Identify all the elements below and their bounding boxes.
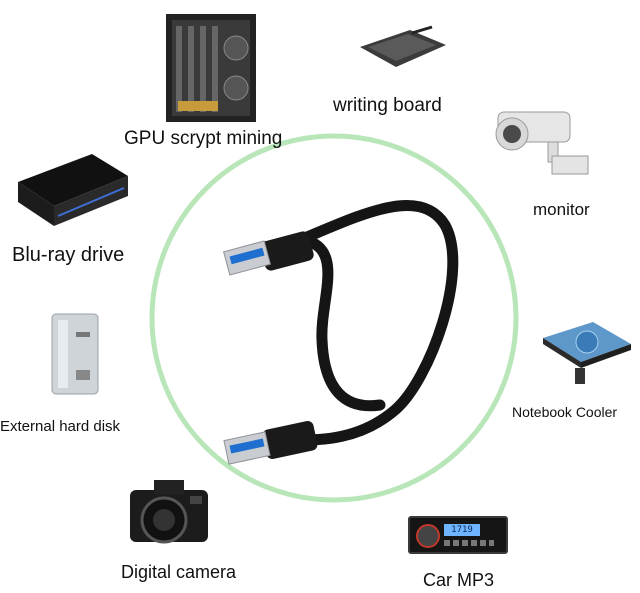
external-hard-disk-image — [51, 313, 99, 395]
car-mp3-image: 1719 — [408, 516, 508, 554]
cctv-camera-image — [495, 111, 589, 175]
car-mp3-buttons — [444, 540, 494, 546]
label-digital-camera: Digital camera — [121, 562, 237, 582]
label-bluray: Blu-ray drive — [12, 244, 125, 266]
car-mp3-knob — [416, 524, 440, 548]
usb-connector-top — [222, 231, 314, 276]
usb-connector-bottom — [223, 421, 318, 465]
label-external-disk: External hard disk — [0, 418, 121, 435]
car-mp3-display: 1719 — [444, 524, 480, 536]
bluray-drive-image — [18, 154, 128, 226]
label-writing-board: writing board — [333, 95, 442, 116]
label-car-mp3: Car MP3 — [423, 570, 495, 590]
digital-camera-image — [130, 480, 208, 544]
label-monitor: monitor — [533, 200, 590, 219]
notebook-cooler-image — [543, 322, 631, 384]
label-gpu-mining: GPU scrypt mining — [124, 128, 283, 149]
gpu-mining-rig-image — [166, 14, 256, 122]
writing-board-image — [360, 25, 446, 67]
label-notebook-cooler: Notebook Cooler — [512, 404, 618, 420]
